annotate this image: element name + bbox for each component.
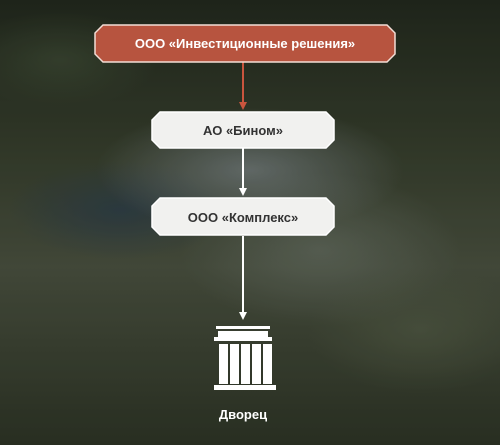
node-kompleks-label: ООО «Комплекс» <box>188 210 298 225</box>
node-kompleks: ООО «Комплекс» <box>151 197 335 236</box>
palace-columns-icon <box>214 326 276 390</box>
node-binom: АО «Бином» <box>151 111 335 149</box>
node-parent-company: ООО «Инвестиционные решения» <box>94 24 396 63</box>
node-binom-label: АО «Бином» <box>203 123 283 138</box>
result-caption: Дворец <box>219 407 267 422</box>
node-parent-company-label: ООО «Инвестиционные решения» <box>135 36 355 51</box>
